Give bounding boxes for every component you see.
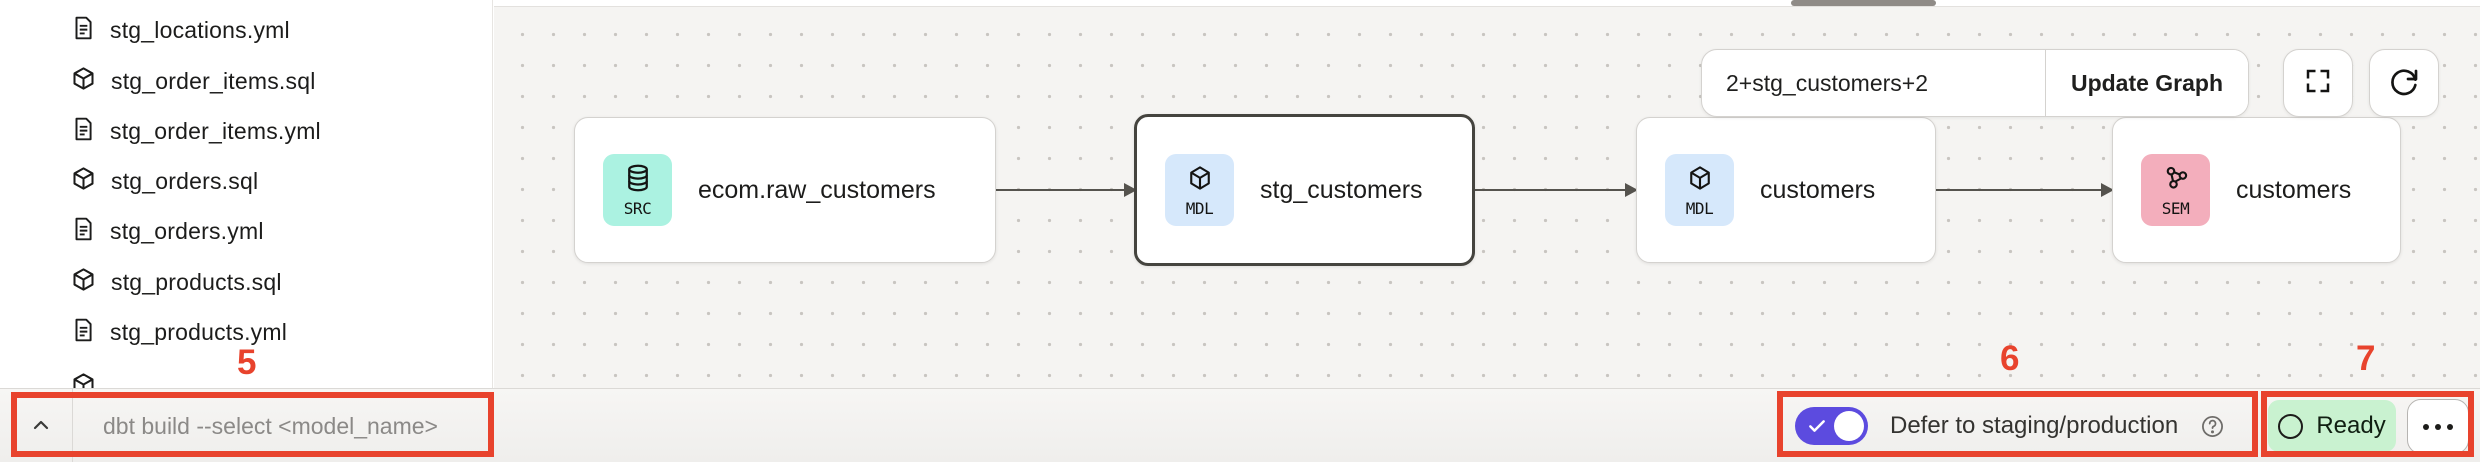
model-badge: MDL [1665, 154, 1734, 226]
file-row-stg-products-sql[interactable]: stg_products.sql [0, 257, 492, 307]
node-model-customers[interactable]: MDL customers [1636, 117, 1936, 263]
semantic-graph-icon [2161, 163, 2191, 198]
help-icon[interactable] [2200, 414, 2225, 439]
lineage-selector-pill: Update Graph [1701, 49, 2249, 117]
defer-toggle[interactable] [1795, 407, 1868, 445]
file-row-stg-products-yml[interactable]: stg_products.yml [0, 307, 492, 357]
database-icon [623, 163, 653, 198]
file-row-stg-orders-yml[interactable]: stg_orders.yml [0, 206, 492, 256]
file-row-stg-locations-yml[interactable]: stg_locations.yml [0, 5, 492, 55]
edge-stg-customers-to-customers [1475, 183, 1638, 197]
edge-customers-to-sem-customers [1936, 183, 2114, 197]
file-row-partial[interactable] [0, 362, 492, 388]
defer-toggle-group: Defer to staging/production [1795, 389, 2225, 462]
fullscreen-button[interactable] [2283, 49, 2353, 117]
node-label: ecom.raw_customers [698, 175, 936, 204]
file-tree-sidebar: stg_locations.yml stg_order_items.sql st… [0, 0, 493, 388]
source-badge: SRC [603, 154, 672, 226]
file-label: stg_locations.yml [110, 16, 290, 43]
chevron-up-icon [29, 413, 53, 440]
check-icon [1807, 416, 1827, 441]
status-circle-icon [2278, 413, 2304, 439]
file-label: stg_order_items.sql [111, 67, 316, 94]
file-row-stg-order-items-yml[interactable]: stg_order_items.yml [0, 106, 492, 156]
ellipsis-icon [2423, 423, 2429, 430]
refresh-icon [2388, 65, 2420, 102]
file-label: stg_orders.sql [111, 167, 259, 194]
defer-toggle-label: Defer to staging/production [1890, 412, 2179, 439]
fullscreen-icon [2303, 66, 2333, 101]
command-bar-divider [72, 389, 73, 462]
command-bar-expand-button[interactable] [10, 389, 72, 462]
file-label: stg_order_items.yml [110, 117, 321, 144]
node-label: stg_customers [1260, 175, 1423, 204]
model-cube-icon [70, 65, 97, 97]
badge-label: SEM [2161, 198, 2190, 218]
file-label: stg_products.sql [111, 268, 282, 295]
node-label: customers [1760, 175, 1876, 204]
status-label: Ready [2316, 412, 2386, 439]
lineage-canvas[interactable]: SRC ecom.raw_customers MDL stg_customers… [494, 0, 2480, 388]
update-graph-button[interactable]: Update Graph [2046, 50, 2248, 116]
cube-icon [1685, 163, 1715, 198]
badge-label: MDL [1185, 198, 1214, 218]
command-status-bar: dbt build --select <model_name> Defer to… [0, 388, 2480, 462]
model-cube-icon [70, 266, 97, 298]
more-options-button[interactable] [2407, 399, 2469, 454]
cube-icon [1185, 163, 1215, 198]
file-label: stg_orders.yml [110, 217, 264, 244]
command-input[interactable]: dbt build --select <model_name> [103, 412, 438, 439]
file-row-stg-order-items-sql[interactable]: stg_order_items.sql [0, 56, 492, 106]
selector-divider [2044, 50, 2046, 116]
model-badge: MDL [1165, 154, 1234, 226]
edge-src-to-stg-customers [996, 183, 1137, 197]
model-cube-icon [70, 371, 97, 388]
model-cube-icon [70, 165, 97, 197]
yaml-file-icon [70, 116, 96, 147]
file-row-stg-orders-sql[interactable]: stg_orders.sql [0, 156, 492, 206]
node-model-stg-customers[interactable]: MDL stg_customers [1134, 114, 1475, 266]
semantic-badge: SEM [2141, 154, 2210, 226]
badge-label: SRC [623, 198, 652, 218]
node-label: customers [2236, 175, 2352, 204]
toggle-knob [1834, 411, 1864, 441]
ide-status-badge[interactable]: Ready [2268, 400, 2396, 452]
lineage-selector-input[interactable] [1702, 50, 2045, 116]
yaml-file-icon [70, 216, 96, 247]
yaml-file-icon [70, 15, 96, 46]
badge-label: MDL [1685, 198, 1714, 218]
yaml-file-icon [70, 317, 96, 348]
node-source-ecom-raw-customers[interactable]: SRC ecom.raw_customers [574, 117, 996, 263]
file-label: stg_products.yml [110, 318, 288, 345]
horizontal-scrollbar-thumb[interactable] [1791, 0, 1936, 6]
canvas-top-strip [494, 0, 2480, 7]
node-semantic-customers[interactable]: SEM customers [2112, 117, 2401, 263]
refresh-graph-button[interactable] [2369, 49, 2439, 117]
